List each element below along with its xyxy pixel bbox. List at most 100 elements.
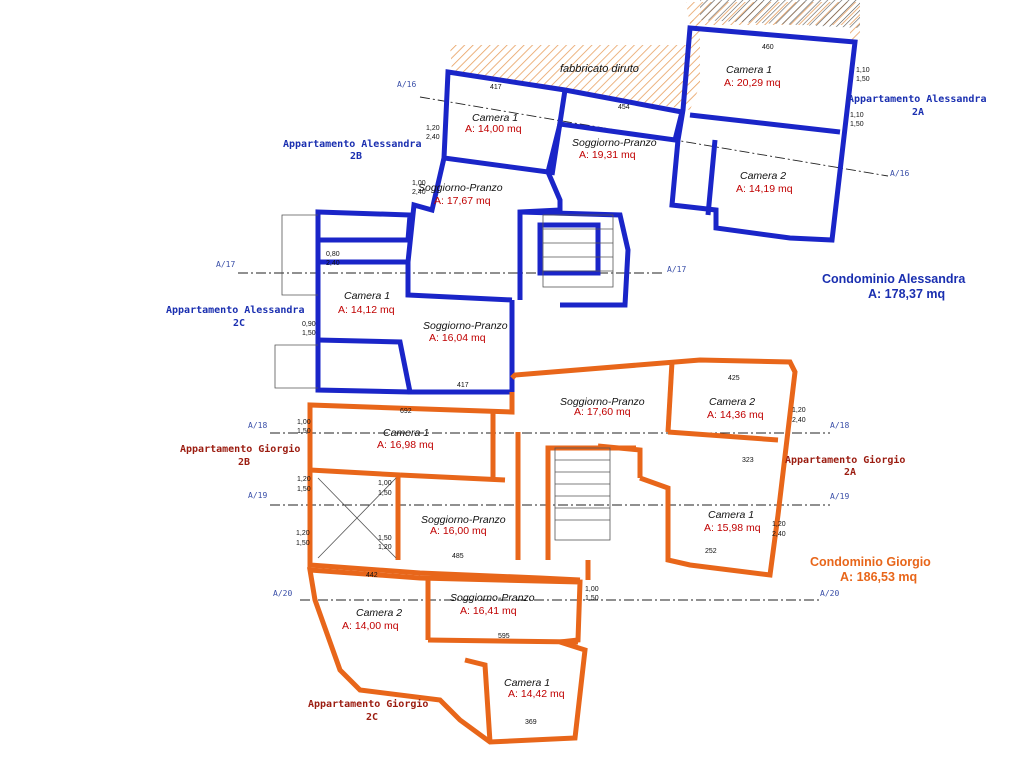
room-area: A: 16,04 mq [429, 332, 486, 344]
svg-text:0,80: 0,80 [326, 251, 340, 258]
svg-text:425: 425 [728, 375, 740, 382]
room-name: Soggiorno-Pranzo [418, 182, 503, 194]
room-area: A: 19,31 mq [579, 149, 636, 161]
axis-label: A/18 [248, 421, 267, 430]
room-area: A: 16,00 mq [430, 525, 487, 537]
svg-text:1,50: 1,50 [296, 540, 310, 547]
svg-text:1,00: 1,00 [412, 180, 426, 187]
svg-text:1,20: 1,20 [297, 476, 311, 483]
room-area: A: 14,00 mq [342, 620, 399, 632]
svg-text:369: 369 [525, 719, 537, 726]
svg-text:692: 692 [400, 408, 412, 415]
svg-text:2,40: 2,40 [792, 417, 806, 424]
svg-text:1,50: 1,50 [856, 76, 870, 83]
svg-text:1,00: 1,00 [378, 480, 392, 487]
apartment-label: Appartamento Alessandra [283, 139, 421, 150]
svg-text:1,20: 1,20 [426, 125, 440, 132]
svg-text:1,50: 1,50 [302, 330, 316, 337]
axis-label: A/20 [820, 589, 839, 598]
svg-text:252: 252 [705, 548, 717, 555]
room-name: Soggiorno-Pranzo [423, 320, 508, 332]
room-name: Soggiorno-Pranzo [560, 396, 645, 408]
apartment-label: Appartamento Giorgio [308, 698, 428, 710]
stairs [542, 214, 614, 541]
axis-label: A/18 [830, 421, 849, 430]
svg-text:1,50: 1,50 [378, 490, 392, 497]
room-area: A: 15,98 mq [704, 522, 761, 534]
room-name: Camera 1 [504, 677, 550, 689]
svg-text:1,50: 1,50 [378, 535, 392, 542]
axis-label: A/16 [890, 169, 909, 178]
svg-text:485: 485 [452, 553, 464, 560]
room-name: Camera 2 [356, 607, 402, 619]
condominio-alessandra-walls [315, 25, 858, 395]
svg-text:2,40: 2,40 [772, 531, 786, 538]
axis-label: A/16 [397, 80, 416, 89]
apartment-label: Appartamento Giorgio [180, 443, 300, 455]
room-area: A: 17,60 mq [574, 406, 631, 418]
room-name: Camera 1 [383, 427, 429, 439]
room-name: Camera 1 [344, 290, 390, 302]
room-name: Soggiorno-Pranzo [572, 137, 657, 149]
svg-text:1,20: 1,20 [772, 521, 786, 528]
balconies [274, 214, 318, 389]
ruin-label: fabbricato diruto [560, 63, 639, 75]
apartment-label: 2C [366, 712, 378, 723]
condominium-labels: Condominio Alessandra A: 178,37 mq Condo… [810, 272, 966, 584]
condominium-name: Condominio Alessandra [822, 272, 966, 286]
axis-label: A/17 [216, 260, 235, 269]
svg-text:454: 454 [618, 104, 630, 111]
condominium-area: A: 178,37 mq [868, 287, 945, 301]
apartment-label: Appartamento Alessandra [166, 305, 304, 316]
room-name: Camera 1 [708, 509, 754, 521]
apartment-label: Appartamento Alessandra [848, 94, 986, 105]
condominium-name: Condominio Giorgio [810, 555, 931, 569]
room-area: A: 14,42 mq [508, 688, 565, 700]
svg-text:1,00: 1,00 [297, 419, 311, 426]
room-area: A: 16,98 mq [377, 439, 434, 451]
apartment-labels: Appartamento Alessandra 2A Appartamento … [166, 94, 986, 723]
dimension-labels: 460 417 454 1,10 1,50 1,10 1,50 1,20 2,4… [296, 44, 870, 726]
room-name: Soggiorno-Pranzo [450, 592, 535, 604]
apartment-label: 2A [844, 467, 856, 478]
room-area: A: 14,00 mq [465, 123, 522, 135]
svg-text:2,40: 2,40 [326, 260, 340, 267]
apartment-label: Appartamento Giorgio [785, 454, 905, 466]
room-name: Camera 1 [472, 112, 518, 124]
apartment-label: 2C [233, 318, 245, 329]
axis-lines [238, 96, 889, 601]
room-name: Soggiorno-Pranzo [421, 514, 506, 526]
ruin-hatch [450, 0, 860, 110]
room-area: A: 14,36 mq [707, 409, 764, 421]
room-area: A: 17,67 mq [434, 195, 491, 207]
svg-text:1,50: 1,50 [585, 595, 599, 602]
svg-text:1,20: 1,20 [792, 407, 806, 414]
room-area: A: 14,19 mq [736, 183, 793, 195]
condominio-giorgio-walls [307, 357, 798, 745]
svg-text:2,40: 2,40 [412, 189, 426, 196]
axis-label: A/19 [830, 492, 849, 501]
apartment-label: 2B [350, 151, 362, 162]
room-area: A: 16,41 mq [460, 605, 517, 617]
condominium-area: A: 186,53 mq [840, 570, 917, 584]
svg-text:595: 595 [498, 633, 510, 640]
void-cross [317, 477, 397, 559]
room-area: A: 20,29 mq [724, 77, 781, 89]
apartment-label: 2A [912, 107, 924, 118]
room-name: Camera 2 [709, 396, 755, 408]
svg-text:1,20: 1,20 [378, 544, 392, 551]
svg-text:1,10: 1,10 [850, 112, 864, 119]
axis-label: A/20 [273, 589, 292, 598]
svg-text:1,10: 1,10 [856, 67, 870, 74]
svg-text:1,20: 1,20 [296, 530, 310, 537]
svg-text:1,50: 1,50 [297, 428, 311, 435]
svg-text:1,50: 1,50 [297, 486, 311, 493]
axis-labels: A/16 A/16 A/17 A/17 A/18 A/18 A/19 A/19 … [216, 80, 909, 598]
axis-label: A/19 [248, 491, 267, 500]
room-area: A: 14,12 mq [338, 304, 395, 316]
apartment-label: 2B [238, 457, 250, 468]
svg-text:460: 460 [762, 44, 774, 51]
svg-text:1,00: 1,00 [585, 586, 599, 593]
svg-text:323: 323 [742, 457, 754, 464]
